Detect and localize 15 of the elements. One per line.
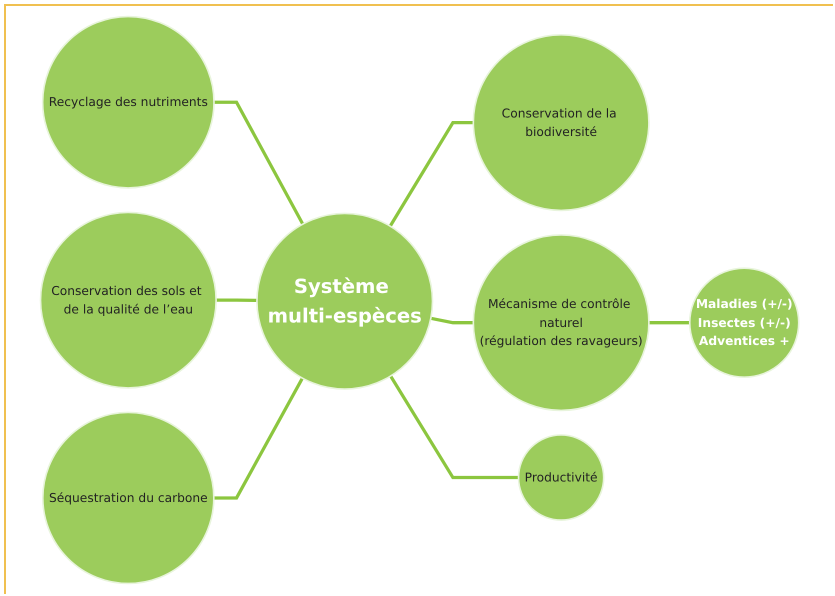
node-circle: Maladies (+/-) Insectes (+/-) Adventices + — [688, 267, 800, 378]
connector — [214, 377, 304, 500]
node-circle: Conservation de la biodiversité — [472, 34, 650, 212]
connector — [216, 298, 257, 302]
node-circle: Séquestration du carbone — [42, 412, 214, 584]
connector — [214, 100, 304, 225]
connector — [648, 321, 690, 324]
node-circle: Productivité — [518, 434, 604, 521]
connector — [389, 375, 518, 480]
connector — [388, 120, 474, 227]
node-circle: Mécanisme de contrôle naturel (régulation des ravageurs) — [472, 234, 650, 412]
node-circle: Recyclage des nutriments — [42, 16, 215, 189]
node-circle: Conservation des sols et de la qualité de l’eau — [40, 212, 217, 389]
node-circle: Système multi-espèces — [256, 212, 434, 390]
connector — [430, 316, 474, 324]
